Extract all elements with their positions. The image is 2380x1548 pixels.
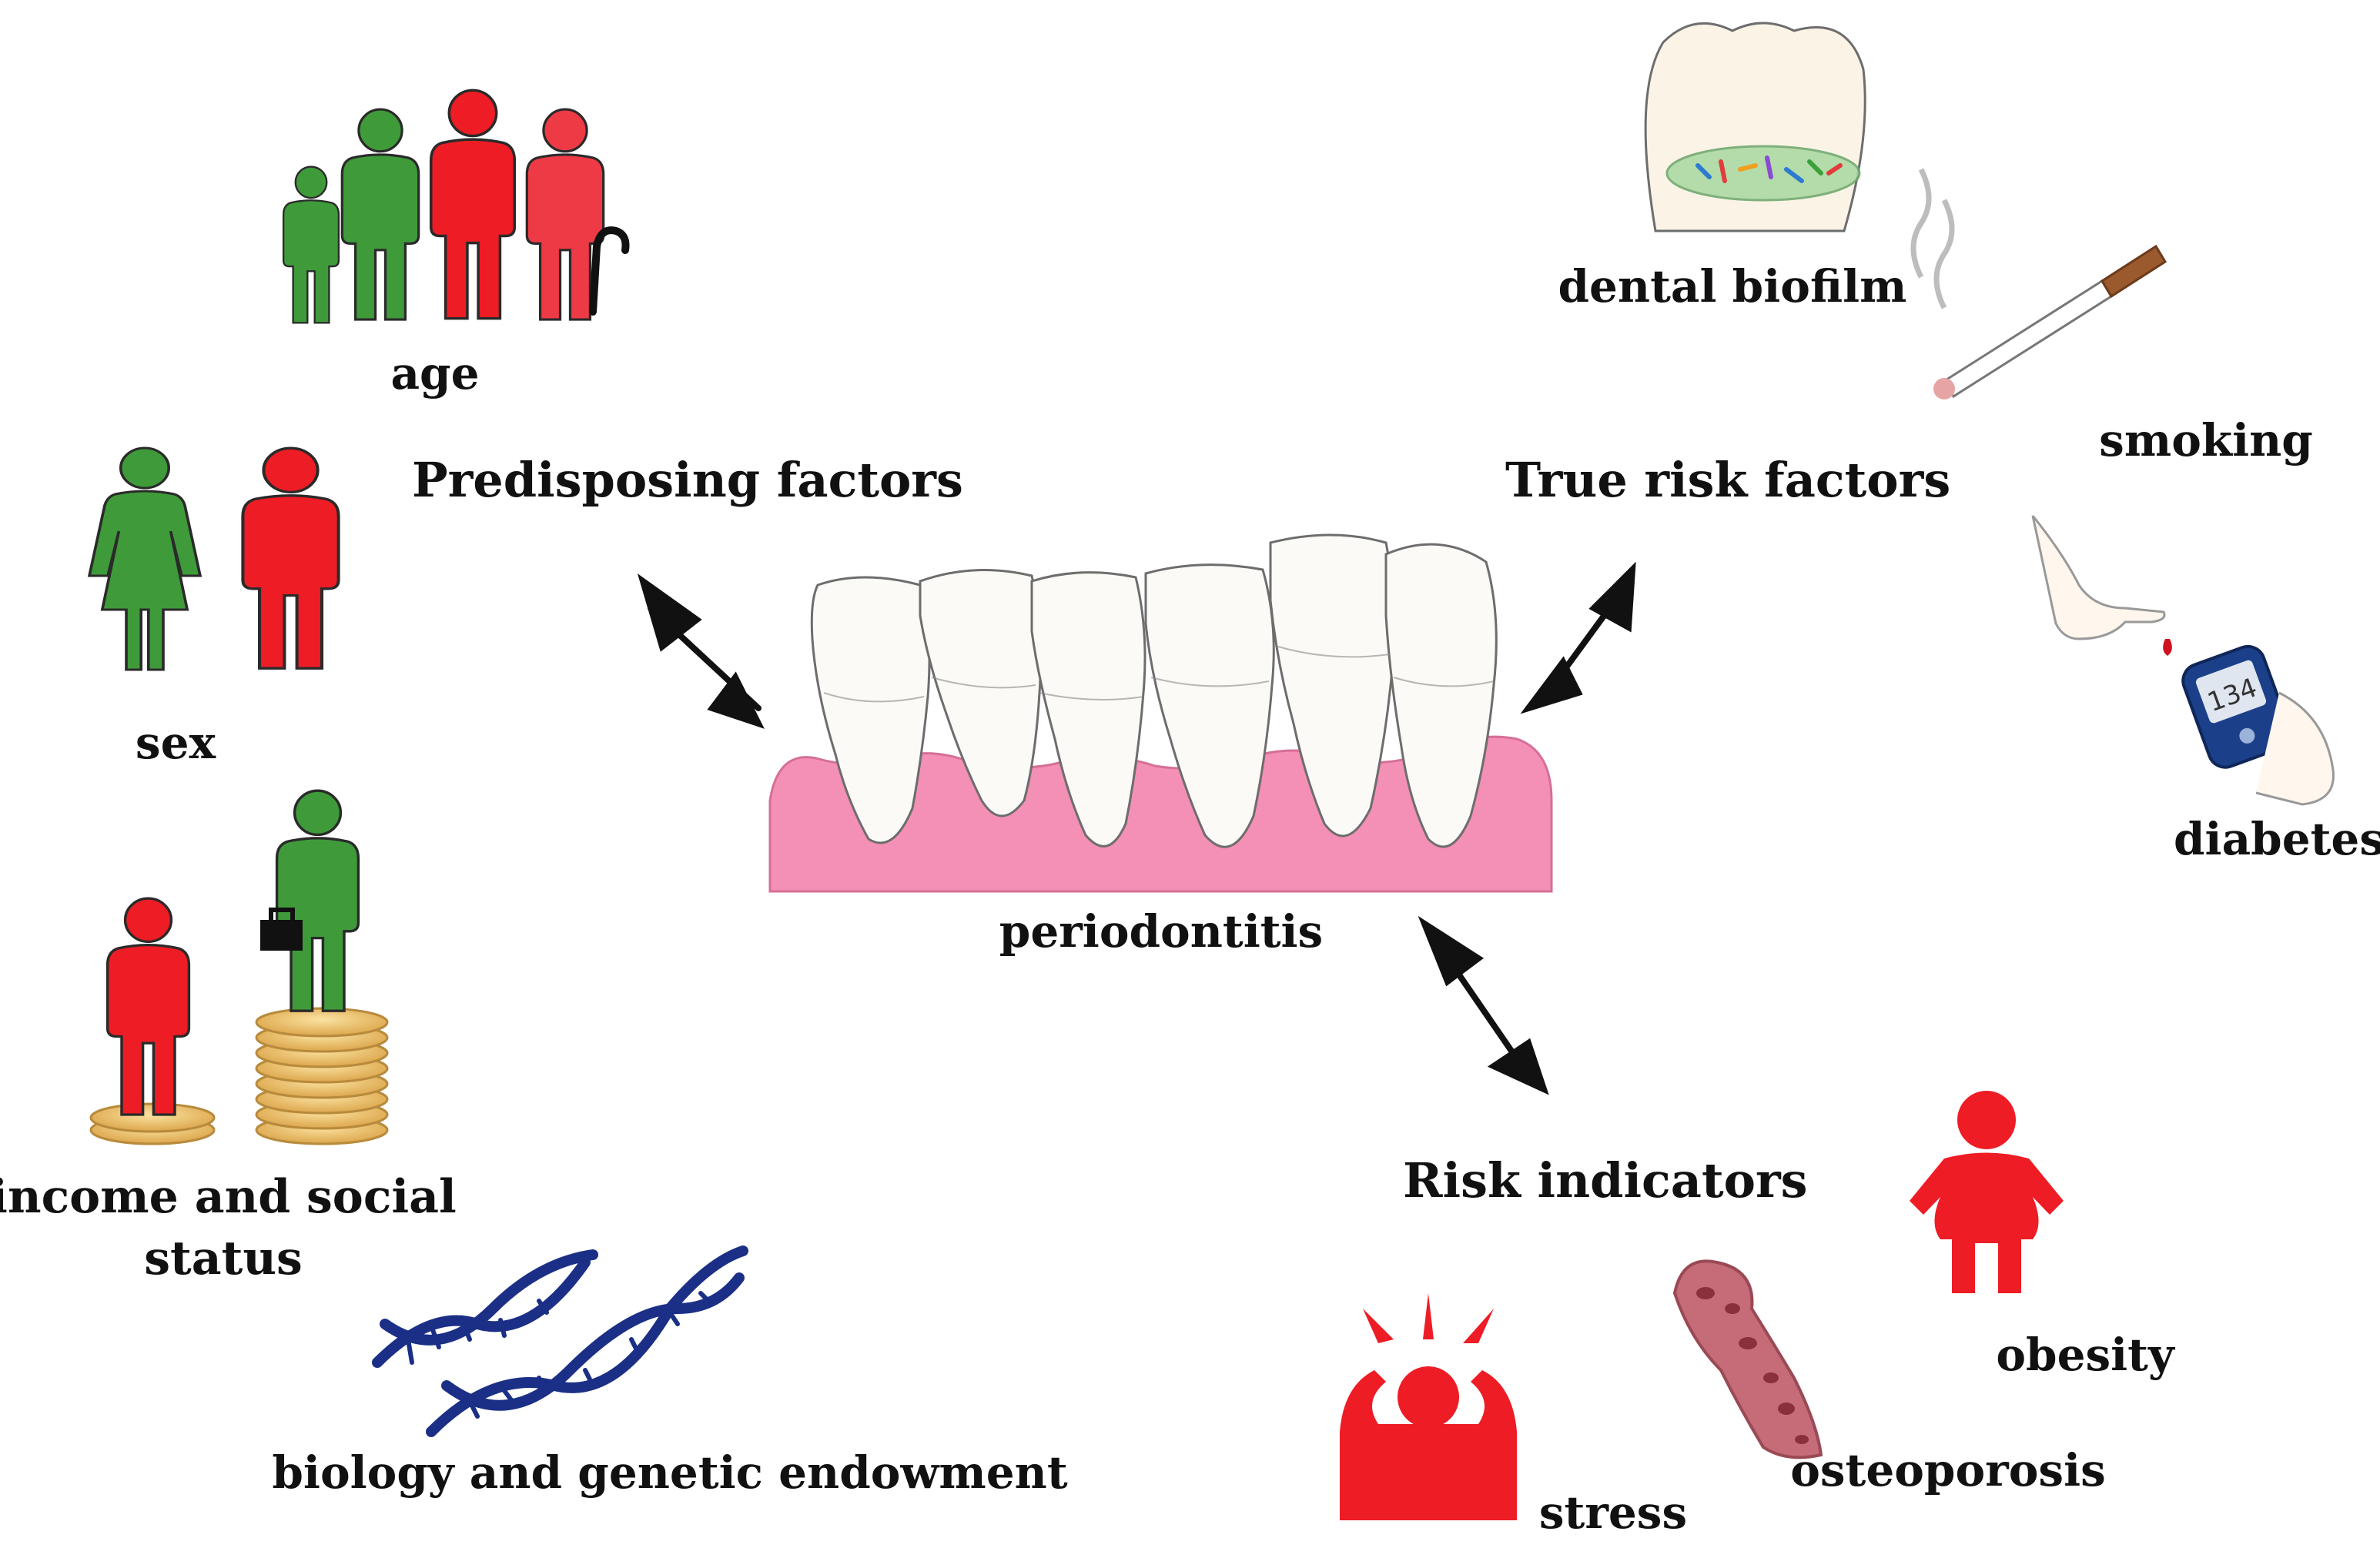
dental-biofilm-label: dental biofilm bbox=[1558, 260, 1906, 313]
dna-icon bbox=[372, 1245, 748, 1437]
predisposing-factors-label: Predisposing factors bbox=[412, 452, 963, 508]
risk-indicators-label: Risk indicators bbox=[1403, 1152, 1808, 1209]
briefcase-icon bbox=[260, 908, 303, 951]
biology-label: biology and genetic endowment bbox=[272, 1446, 1067, 1499]
teeth bbox=[810, 533, 1498, 848]
cigarette-icon bbox=[1910, 168, 2167, 400]
sex-label: sex bbox=[136, 717, 216, 769]
coin-stack bbox=[255, 1007, 389, 1145]
glucometer-icon: 134 bbox=[2181, 644, 2292, 769]
arrow-to-predisposing bbox=[637, 573, 765, 729]
osteoporosis-label: osteoporosis bbox=[1790, 1444, 2106, 1496]
obesity-label: obesity bbox=[1996, 1329, 2176, 1381]
true-risk-factors-label: True risk factors bbox=[1505, 452, 1950, 508]
stress-icon bbox=[1340, 1293, 1517, 1520]
biofilm-patch bbox=[1665, 145, 1861, 202]
cane bbox=[589, 226, 630, 316]
income-illustration bbox=[89, 789, 389, 1145]
income-label-line2: status bbox=[144, 1232, 303, 1286]
arrow-to-true-risk bbox=[1520, 561, 1636, 714]
age-illustration bbox=[282, 89, 630, 324]
income-label-line1: income and social bbox=[0, 1170, 457, 1224]
periodontitis-illustration bbox=[768, 533, 1553, 893]
center-label: periodontitis bbox=[999, 905, 1323, 958]
osteoporosis-bone-icon bbox=[1672, 1259, 1823, 1459]
diabetes-label: diabetes bbox=[2174, 813, 2380, 865]
biofilm-tooth-illustration bbox=[1644, 22, 1866, 232]
diabetes-illustration: 134 bbox=[2031, 515, 2335, 806]
obesity-icon bbox=[1910, 1091, 2064, 1293]
sex-illustration bbox=[88, 448, 339, 671]
smoking-label: smoking bbox=[2099, 414, 2313, 466]
age-label: age bbox=[390, 347, 479, 400]
arrow-to-indicators bbox=[1418, 915, 1549, 1095]
stress-label: stress bbox=[1539, 1486, 1687, 1539]
